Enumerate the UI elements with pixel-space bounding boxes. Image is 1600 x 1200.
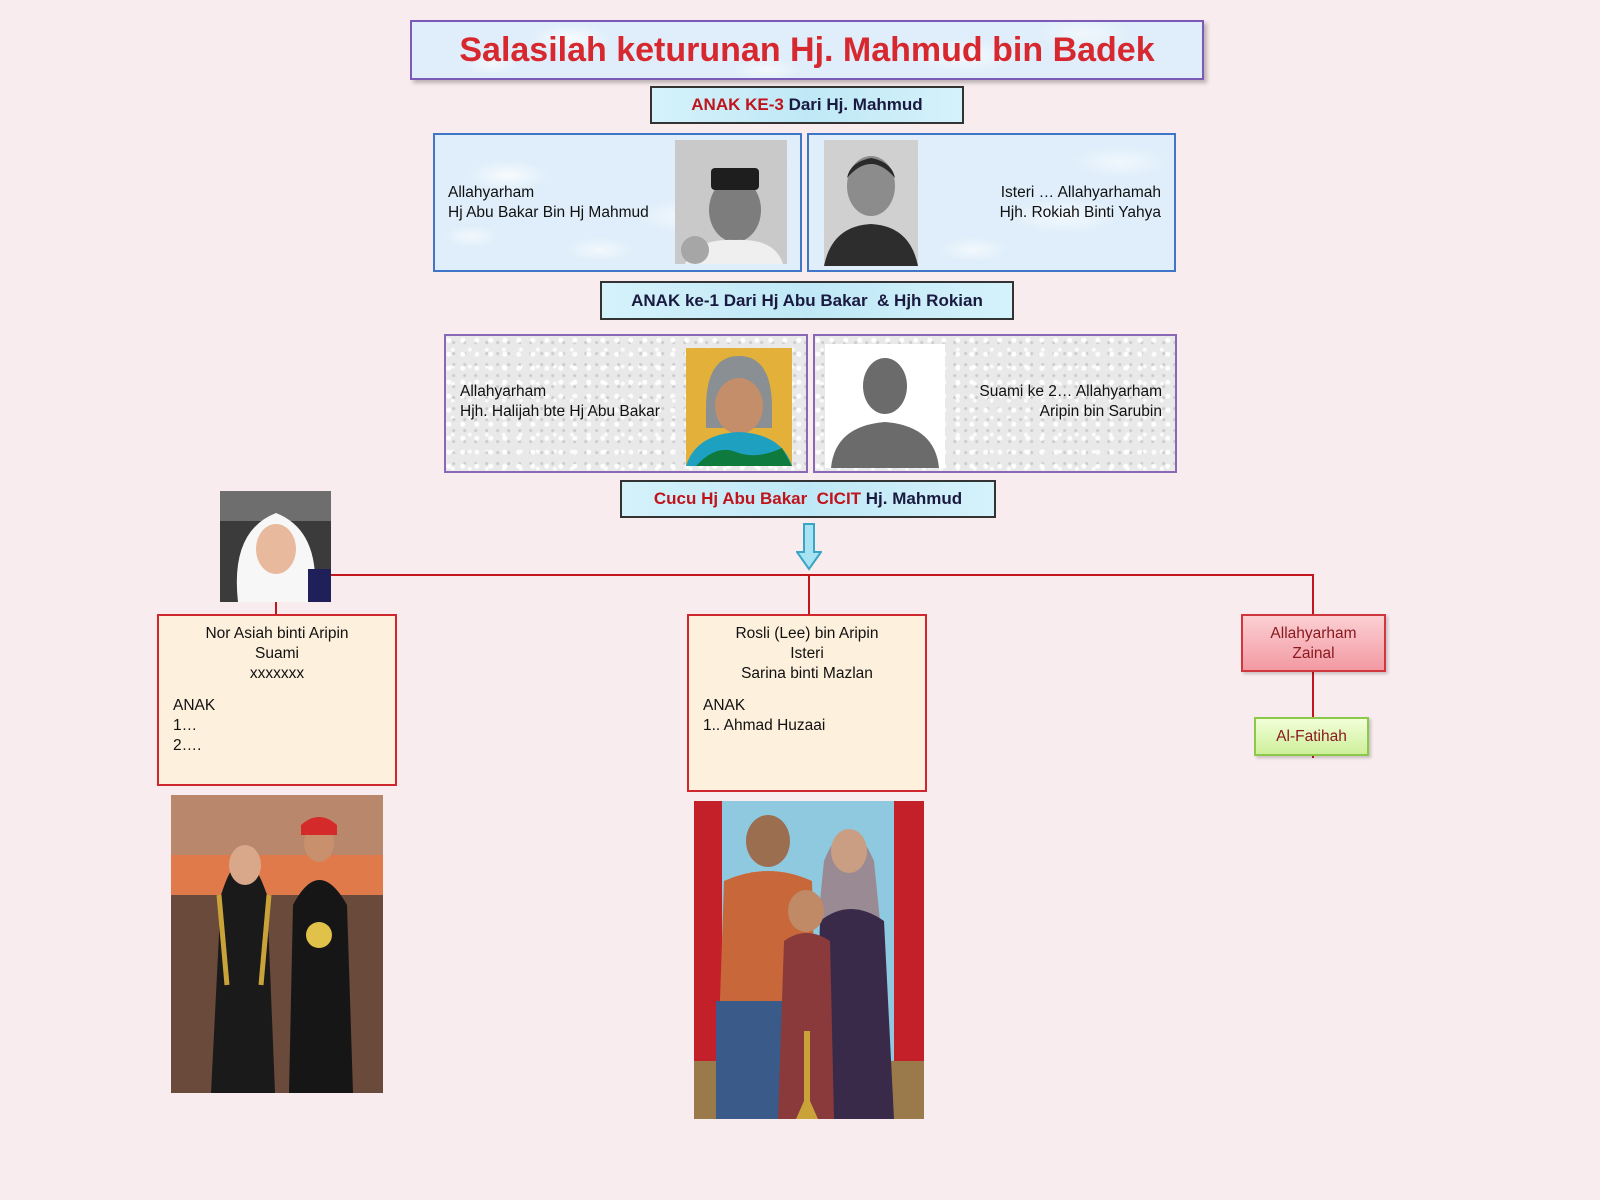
child2-kids: ANAK 1.. Ahmad Huzaai: [703, 696, 925, 736]
gen1-husband-text: Allahyarham Hj Abu Bakar Bin Hj Mahmud: [448, 183, 649, 223]
gen1-wife-title: Isteri … Allahyarhamah: [1000, 183, 1161, 203]
title-text: Salasilah keturunan Hj. Mahmud bin Badek: [459, 31, 1154, 70]
gen1-husband-photo: [675, 140, 787, 264]
child1-kids: ANAK 1… 2….: [173, 696, 395, 756]
gen2-husband-card: Suami ke 2… Allahyarham Aripin bin Sarub…: [813, 334, 1177, 473]
gen2-husband-name: Aripin bin Sarubin: [979, 402, 1162, 422]
child2-family-photo: [694, 801, 924, 1119]
gen2-wife-text: Allahyarham Hjh. Halijah bte Hj Abu Baka…: [460, 382, 660, 422]
child1-spouse-label: Suami: [159, 644, 395, 664]
gen2-wife-name: Hjh. Halijah bte Hj Abu Bakar: [460, 402, 660, 422]
gen1-wife-card: Isteri … Allahyarhamah Hjh. Rokiah Binti…: [807, 133, 1176, 272]
gen1-husband-card: Allahyarham Hj Abu Bakar Bin Hj Mahmud: [433, 133, 802, 272]
gen2-wife-card: Allahyarham Hjh. Halijah bte Hj Abu Baka…: [444, 334, 808, 473]
connector-center-drop: [808, 574, 810, 614]
child3-card: Allahyarham Zainal: [1241, 614, 1386, 672]
gen2-wife-photo: [686, 348, 792, 466]
portrait-elderly-woman-headscarf-icon: [686, 348, 792, 466]
child2-card: Rosli (Lee) bin Aripin Isteri Sarina bin…: [687, 614, 927, 792]
gen1-banner-part2: Dari Hj. Mahmud: [784, 95, 923, 115]
child2-name: Rosli (Lee) bin Aripin: [689, 624, 925, 644]
gen1-husband-title: Allahyarham: [448, 183, 649, 203]
child1-portrait-photo: [220, 491, 331, 602]
child1-kids-label: ANAK: [173, 696, 395, 716]
gen2-banner-text: ANAK ke-1 Dari Hj Abu Bakar & Hjh Rokian: [631, 291, 983, 311]
connector-zainal-note: [1312, 670, 1314, 718]
gen2-banner: ANAK ke-1 Dari Hj Abu Bakar & Hjh Rokian: [600, 281, 1014, 320]
photo-family-with-child-icon: [694, 801, 924, 1119]
gen1-wife-photo: [824, 140, 918, 266]
child3-name: Zainal: [1243, 644, 1384, 664]
al-fatihah-text: Al-Fatihah: [1276, 728, 1347, 745]
child2-spouse-label: Isteri: [689, 644, 925, 664]
gen3-banner: Cucu Hj Abu Bakar CICIT Hj. Mahmud: [620, 480, 996, 518]
gen2-husband-title: Suami ke 2… Allahyarham: [979, 382, 1162, 402]
gen1-husband-name: Hj Abu Bakar Bin Hj Mahmud: [448, 203, 649, 223]
child1-kid-2: 2….: [173, 736, 395, 756]
connector-right-drop: [1312, 574, 1314, 614]
silhouette-placeholder-icon: [825, 344, 945, 468]
child1-spouse: xxxxxxx: [159, 664, 395, 684]
down-arrow-icon: [796, 522, 822, 572]
portrait-woman-white-hijab-icon: [220, 491, 331, 602]
gen1-banner: ANAK KE-3 Dari Hj. Mahmud: [650, 86, 964, 124]
child1-couple-photo: [171, 795, 383, 1093]
child1-name: Nor Asiah binti Aripin: [159, 624, 395, 644]
al-fatihah-note: Al-Fatihah: [1254, 717, 1369, 756]
gen1-wife-text: Isteri … Allahyarhamah Hjh. Rokiah Binti…: [1000, 183, 1161, 223]
page-title: Salasilah keturunan Hj. Mahmud bin Badek: [410, 20, 1204, 80]
child1-card: Nor Asiah binti Aripin Suami xxxxxxx ANA…: [157, 614, 397, 786]
gen3-banner-part2: Hj. Mahmud: [861, 489, 962, 509]
child2-kids-label: ANAK: [703, 696, 925, 716]
portrait-man-songkok-icon: [675, 140, 787, 264]
gen2-wife-title: Allahyarham: [460, 382, 660, 402]
connector-horizontal: [275, 574, 1313, 576]
child2-spouse: Sarina binti Mazlan: [689, 664, 925, 684]
gen1-wife-name: Hjh. Rokiah Binti Yahya: [1000, 203, 1161, 223]
child1-kid-1: 1…: [173, 716, 395, 736]
child2-kid-1: 1.. Ahmad Huzaai: [703, 716, 925, 736]
gen2-husband-photo: [825, 344, 945, 468]
photo-couple-traditional-attire-icon: [171, 795, 383, 1093]
gen2-husband-text: Suami ke 2… Allahyarham Aripin bin Sarub…: [979, 382, 1162, 422]
child3-title: Allahyarham: [1243, 624, 1384, 644]
portrait-elderly-woman-icon: [824, 140, 918, 266]
gen3-banner-part1: Cucu Hj Abu Bakar CICIT: [654, 489, 861, 509]
gen1-banner-part1: ANAK KE-3: [691, 95, 784, 115]
